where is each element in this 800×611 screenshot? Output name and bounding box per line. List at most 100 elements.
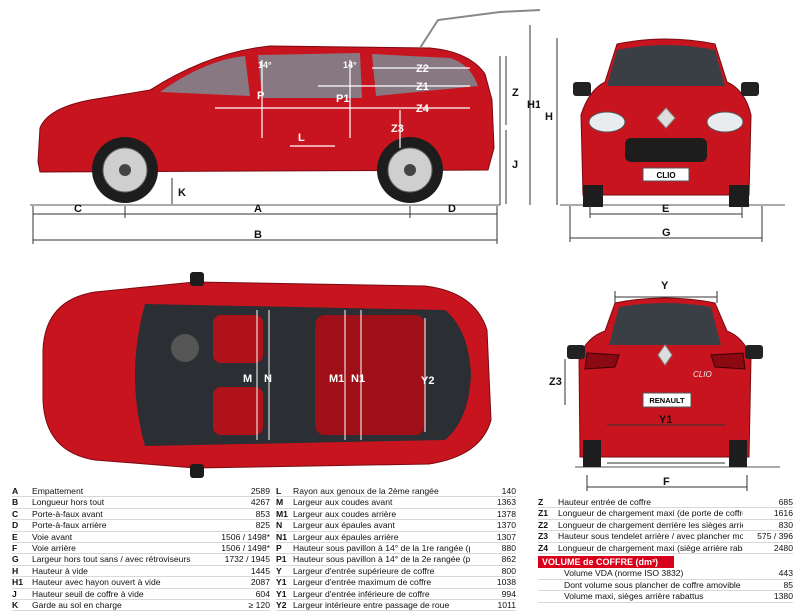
angle-rear: 14° [343,60,357,70]
front-plate-text: CLIO [656,171,675,180]
seat-front-right [213,387,263,435]
rear-window [609,303,721,345]
top-mirror-left [190,272,204,286]
front-dim-E: E [662,203,669,215]
front-mirror-right [741,82,759,96]
top-dim-M: M [243,373,252,385]
top-dim-Y2: Y2 [421,375,434,387]
rear-dim-Y1: Y1 [659,414,672,426]
side-view-diagram: P P1 L Z2 Z1 Z4 Z3 14° 14° Z J H1 K C A … [30,9,540,244]
top-view-diagram: M N M1 N1 Y2 [42,272,492,478]
dim-A: A [254,203,262,215]
dim-B: B [254,229,262,241]
steering-wheel-icon [171,334,199,362]
front-wheel-right [729,185,749,207]
seat-front-left [213,315,263,363]
dim-Z3: Z3 [391,123,404,135]
side-rear-wheel [377,137,443,203]
volume-row: Volume VDA (norme ISO 3832)443 [538,568,793,580]
dim-Z2: Z2 [416,63,429,75]
volume-header: VOLUME de COFFRE (dm³) [538,556,674,569]
front-view-diagram: CLIO H E G [545,38,785,242]
side-open-tailgate [419,9,540,49]
dim-Z1: Z1 [416,81,429,93]
front-headlight-left [588,111,626,133]
dim-C: C [74,203,82,215]
top-dim-N: N [264,373,272,385]
rear-taillight-left [584,352,620,370]
front-wheel-left [583,185,603,207]
angle-front: 14° [258,60,272,70]
rear-dim-Z3: Z3 [549,376,562,388]
side-window-middle [258,53,362,98]
front-logo-icon [656,107,676,129]
dim-Z: Z [512,87,519,99]
top-dim-N1: N1 [351,373,365,385]
front-headlight-right [706,111,744,133]
top-dim-M1: M1 [329,373,344,385]
rear-dim-Y: Y [661,280,669,292]
front-grille [625,138,707,162]
dim-Z4: Z4 [416,103,430,115]
front-dim-G: G [662,227,671,239]
rear-wheel-left [583,440,601,467]
dim-P1: P1 [336,93,349,105]
rear-mirror-right [745,345,763,359]
rear-dim-F: F [663,476,670,488]
dim-D: D [448,203,456,215]
front-mirror-left [573,82,591,96]
front-dim-H: H [545,111,553,123]
rear-taillight-right [710,352,746,370]
dim-L: L [298,132,305,144]
dim-K: K [178,187,186,199]
seat-rear-bench [315,315,425,435]
side-window-front [160,56,250,96]
rear-plate-text: RENAULT [649,396,685,405]
rear-badge: CLIO [693,370,712,379]
side-front-wheel [92,137,158,203]
rear-wheel-right [729,440,747,467]
front-windscreen [607,45,725,86]
dim-P: P [257,90,264,102]
rear-mirror-left [567,345,585,359]
rear-logo-icon [657,344,673,366]
rear-plate [642,392,692,408]
volume-row: Dont volume sous plancher de coffre amov… [538,580,793,592]
front-plate [642,167,690,182]
rear-view-diagram: CLIO RENAULT Y Y1 Z3 F [549,280,780,491]
dim-J: J [512,159,518,171]
dim-H1: H1 [527,99,540,111]
top-mirror-right [190,464,204,478]
